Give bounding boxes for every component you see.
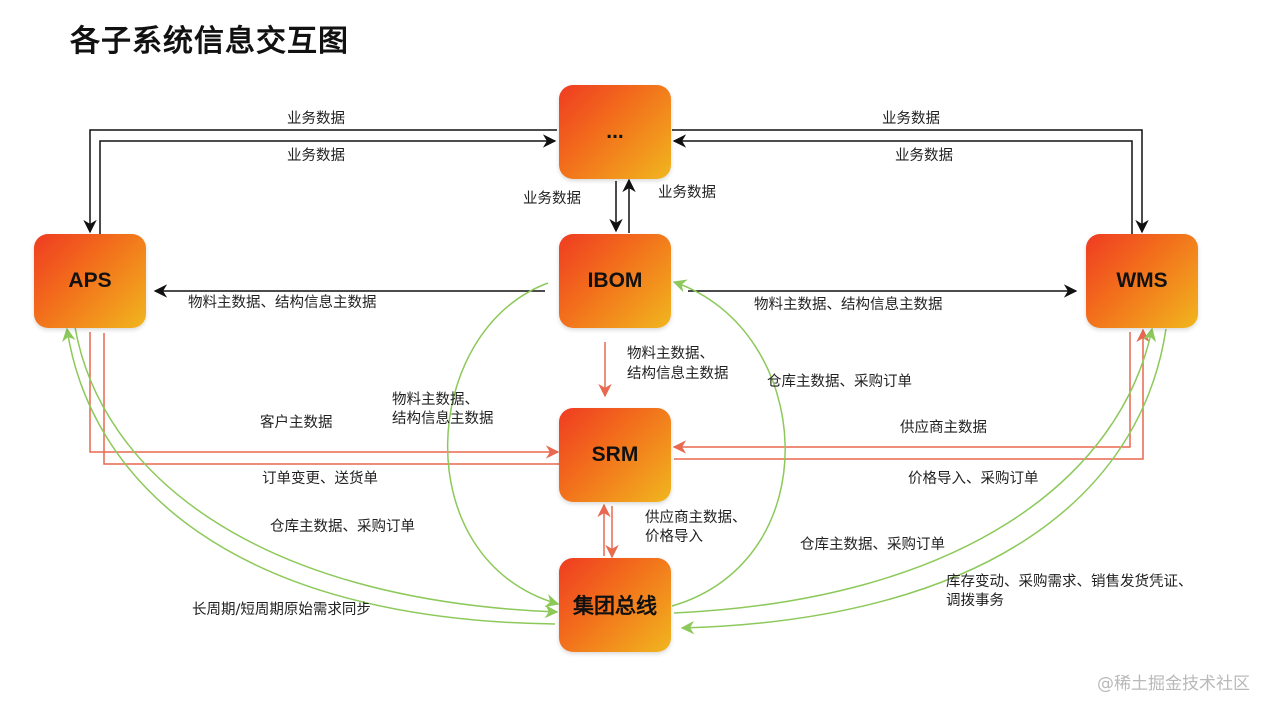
edge-wms-to-srm [672, 332, 1131, 454]
edge-aps-to-srm [89, 332, 560, 459]
label-top-left-2: 业务数据 [287, 148, 345, 164]
label-top-right-2: 业务数据 [895, 148, 953, 164]
watermark: @稀土掘金技术社区 [1097, 674, 1250, 694]
label-bus-ibom-left-1: 物料主数据、 [392, 392, 479, 408]
node-srm-label: SRM [591, 443, 639, 466]
label-ibom-to-srm-1: 物料主数据、 [627, 346, 714, 362]
label-aps-bus: 仓库主数据、采购订单 [270, 519, 415, 535]
node-wms-label: WMS [1116, 269, 1168, 292]
label-ibom-to-wms: 物料主数据、结构信息主数据 [754, 297, 943, 313]
label-bus-wms-1: 库存变动、采购需求、销售发货凭证、 [946, 574, 1193, 590]
node-bus: 集团总线 [559, 558, 671, 652]
node-other: ... [559, 85, 671, 179]
node-wms: WMS [1086, 234, 1198, 328]
page-title: 各子系统信息交互图 [70, 24, 349, 59]
edge-bus-to-ibom [671, 279, 786, 607]
label-ibom-to-srm-2: 结构信息主数据 [627, 366, 729, 382]
label-bus-ibom-right: 仓库主数据、采购订单 [767, 374, 912, 390]
label-bus-wms-2: 调拨事务 [946, 593, 1004, 609]
label-other-to-ibom: 业务数据 [523, 191, 581, 207]
label-bus-ibom-left-2: 结构信息主数据 [392, 411, 494, 427]
edge-other-to-wms [672, 129, 1149, 234]
label-srm-wms: 价格导入、采购订单 [908, 471, 1039, 487]
edge-other-to-aps [83, 129, 557, 234]
label-ibom-to-aps: 物料主数据、结构信息主数据 [188, 295, 377, 311]
node-srm: SRM [559, 408, 671, 502]
edge-srm-to-wms [674, 328, 1150, 460]
node-aps-label: APS [68, 269, 112, 292]
label-wms-bus: 仓库主数据、采购订单 [800, 537, 945, 553]
node-bus-label: 集团总线 [573, 595, 657, 618]
label-ibom-to-other: 业务数据 [658, 185, 716, 201]
edge-aps-to-bus [74, 326, 559, 619]
node-ibom-label: IBOM [587, 269, 643, 292]
label-bus-aps: 长周期/短周期原始需求同步 [192, 602, 371, 618]
node-ibom: IBOM [559, 234, 671, 328]
node-other-label: ... [606, 120, 624, 143]
edge-srm-to-aps [103, 333, 560, 465]
node-aps: APS [34, 234, 146, 328]
label-top-left-1: 业务数据 [287, 111, 345, 127]
label-srm-aps: 订单变更、送货单 [262, 471, 378, 487]
label-srm-bus-1: 供应商主数据、 [645, 510, 747, 526]
edge-aps-to-other [99, 134, 557, 234]
edge-wms-to-bus [680, 328, 1167, 635]
label-top-right-1: 业务数据 [882, 111, 940, 127]
label-aps-srm: 客户主数据 [260, 415, 333, 431]
edge-bus-to-aps [62, 327, 556, 625]
edge-wms-to-other [672, 134, 1133, 234]
label-srm-bus-2: 价格导入 [645, 529, 703, 545]
edge-ibom-to-bus [446, 282, 560, 608]
label-wms-srm: 供应商主数据 [900, 420, 987, 436]
edge-bus-to-wms [673, 327, 1157, 614]
